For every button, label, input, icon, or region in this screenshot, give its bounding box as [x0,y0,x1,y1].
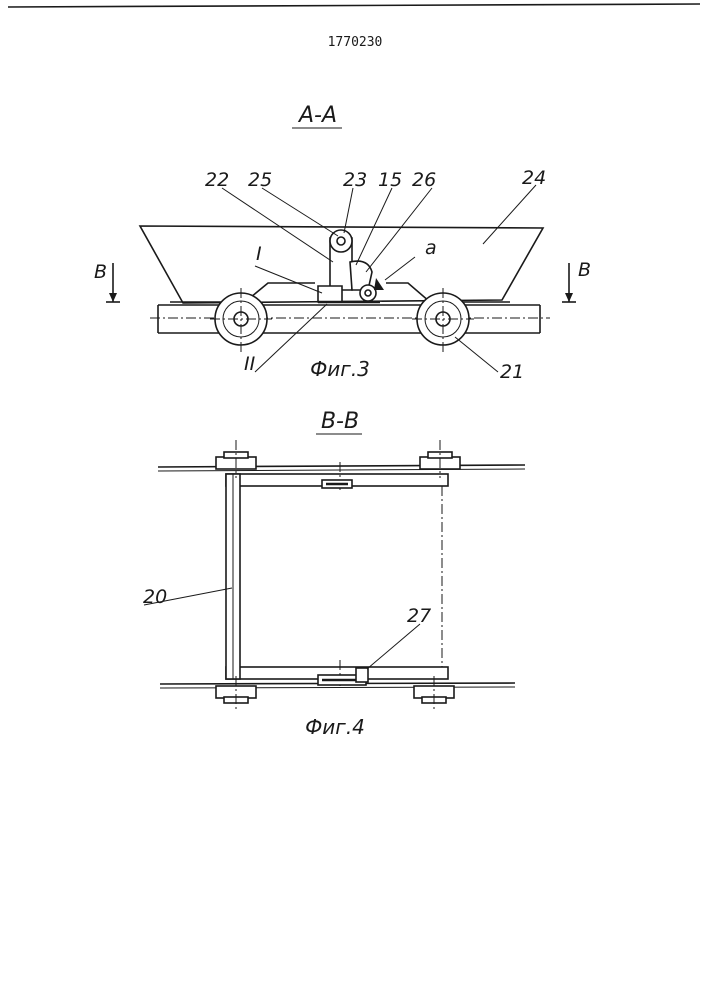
fig4-caption: Фиг.4 [305,715,365,739]
fig4-section-title: В-В [321,409,359,434]
top-border-line [8,4,700,7]
fig4-section-view: В-В [143,409,525,739]
left-wheel [210,288,272,352]
leader-25 [262,188,338,236]
leader-a [385,257,415,280]
leader-24 [483,185,536,244]
callout-I: I [256,243,262,265]
callout-22: 22 [205,169,229,191]
callout-20: 20 [143,586,167,608]
callout-21: 21 [500,361,524,383]
leader-26 [366,188,432,272]
cut-mark-left: В [94,261,120,302]
leader-21 [455,337,498,372]
svg-text:В: В [578,259,591,281]
right-wheel [412,288,474,352]
callout-15: 15 [378,169,402,191]
fig3-section-view: А-А [94,103,591,383]
callout-24: 24 [522,167,546,189]
fig3-section-title: А-А [297,103,337,128]
callout-27: 27 [407,605,431,627]
cut-mark-right: В [562,259,591,302]
callout-II: II [244,353,256,375]
callout-23: 23 [343,169,367,191]
leader-27 [367,624,420,669]
callout-25: 25 [248,169,272,191]
patent-number: 1770230 [328,35,383,50]
svg-text:В: В [94,261,107,283]
leader-I [255,266,322,293]
fig3-caption: Фиг.3 [310,357,370,381]
fig4-top-rail [158,465,525,467]
callout-a: а [425,237,437,259]
callout-26: 26 [412,169,436,191]
leader-22 [222,188,333,262]
lever-mechanism [318,230,384,302]
